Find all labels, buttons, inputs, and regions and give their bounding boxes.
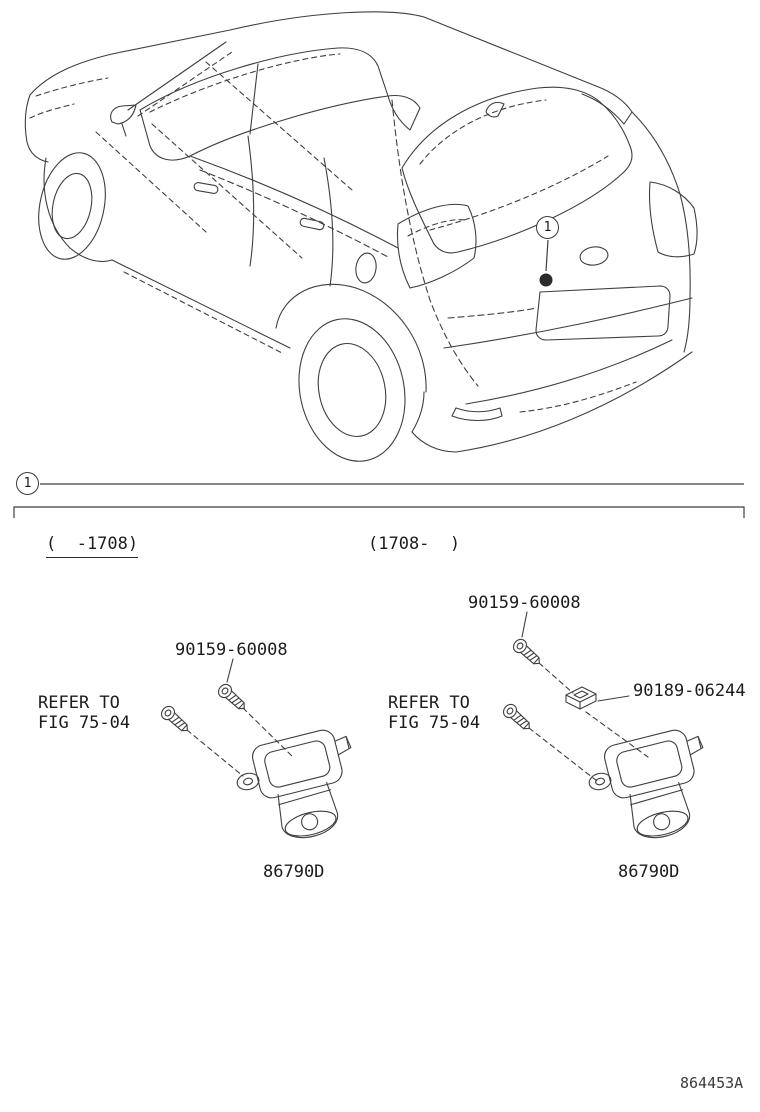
camera-part-number: 86790D [618,862,680,882]
variant-late-parts [500,611,723,852]
leader-line [538,662,574,694]
camera-part-number: 86790D [263,862,325,882]
leader-line [226,658,234,683]
section-bracket [13,483,745,518]
diagram-code: 864453A [680,1074,744,1092]
variant-late-label: (1708- ) [368,534,461,554]
leader-line [242,707,294,758]
leader-line [528,727,598,782]
leader-line [186,729,244,777]
variant-early-label: ( -1708) [46,534,139,558]
variant-early-parts [158,658,371,852]
camera-location-dot [539,273,553,287]
leader-line [597,695,630,702]
car-line-art [24,11,698,462]
screw-part-number: 90159-60008 [468,593,581,613]
screw-part-number: 90159-60008 [175,640,288,660]
refer-note: REFER TO FIG 75-04 [38,693,131,733]
grommet-part-number: 90189-06244 [633,681,746,701]
callout-1-chip: 1 [536,216,559,239]
refer-note: REFER TO FIG 75-04 [388,693,481,733]
callout-1-leader [539,239,553,287]
leader-line [585,711,649,758]
leader-line [521,611,528,638]
section-callout-chip: 1 [16,472,39,495]
